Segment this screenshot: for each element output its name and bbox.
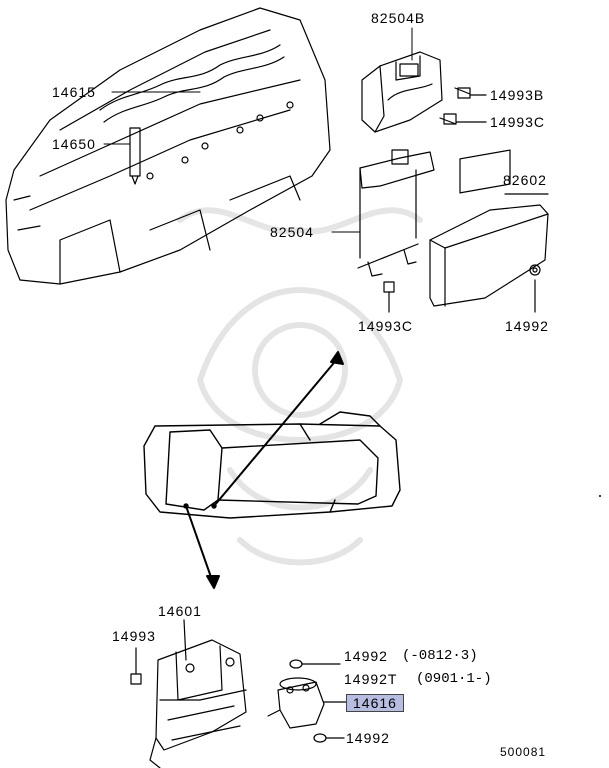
label-14992-b: 14992 [346, 730, 390, 746]
label-14601: 14601 [158, 603, 202, 619]
vehicle-outline-drawing [143, 411, 401, 519]
stray-dot [599, 495, 601, 497]
leader-lines [103, 27, 413, 233]
label-82504B: 82504B [371, 10, 426, 26]
label-14992-right: 14992 [505, 318, 549, 334]
label-14993B: 14993B [490, 87, 545, 103]
label-82602: 82602 [503, 172, 547, 188]
engine-block-drawing [5, 7, 331, 285]
label-14615: 14615 [52, 84, 96, 100]
bolt-14993B-drawing [454, 87, 487, 99]
label-14993C-top: 14993C [490, 114, 546, 130]
label-14992-a-range: (-0812·3) [402, 648, 478, 664]
bracket-82504B-drawing [361, 51, 443, 133]
bolt-14993C-top-drawing [439, 113, 487, 125]
drawing-number: 500081 [500, 745, 547, 759]
label-14992T-range: (0901·1-) [416, 671, 492, 687]
pointer-arrows [185, 351, 344, 589]
label-14650: 14650 [52, 136, 96, 152]
bracket-14601-drawing [149, 619, 247, 768]
label-14992-a: 14992 [344, 648, 388, 664]
label-82504: 82504 [270, 224, 314, 240]
nut-14992-a-drawing [289, 659, 341, 669]
watermark-emblem [177, 207, 423, 566]
label-14993: 14993 [112, 628, 156, 644]
ecu-82602-drawing [429, 149, 549, 313]
nut-14992-b-drawing [313, 733, 345, 743]
bolt-14993C-mid-drawing [383, 281, 395, 313]
bracket-82504-drawing [357, 149, 435, 277]
label-14616-highlighted[interactable]: 14616 [346, 694, 404, 712]
label-14993C-mid: 14993C [358, 318, 414, 334]
relay-14616-drawing [267, 677, 347, 729]
bolt-14993-drawing [130, 647, 142, 685]
label-14992T: 14992T [344, 671, 398, 687]
